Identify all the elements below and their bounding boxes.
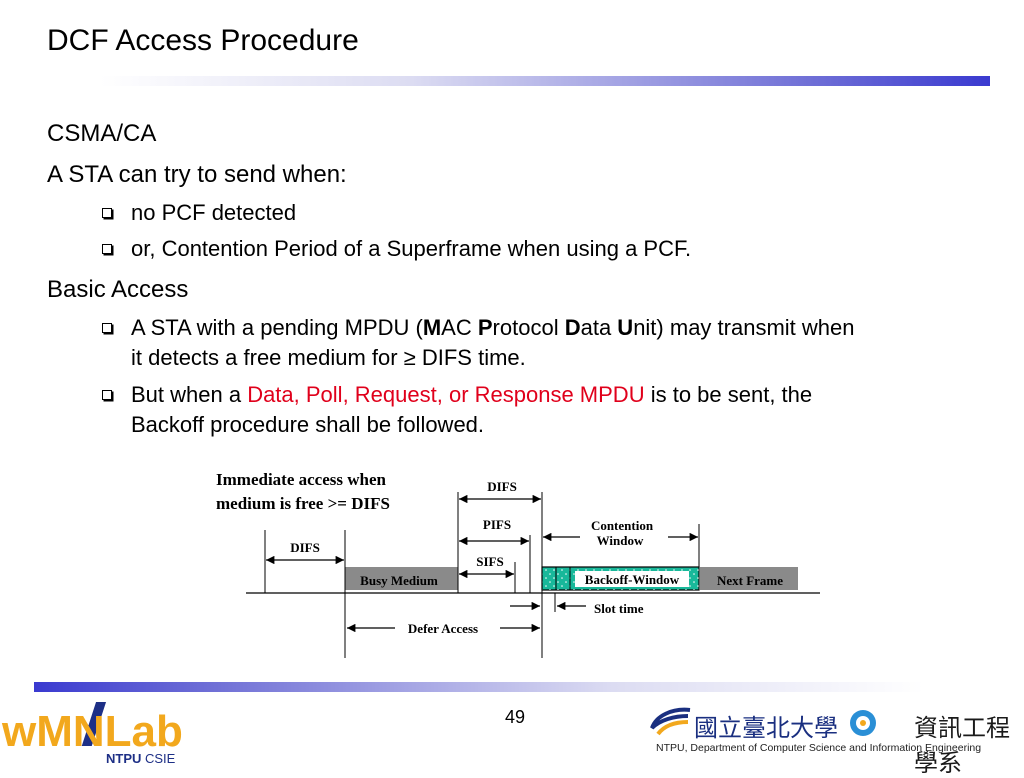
wmnlab-logo: wMNLab NTPU CSIE [1, 702, 183, 766]
difs-left-label: DIFS [290, 540, 320, 555]
bullet-pending-mpdu: A STA with a pending MPDU (MAC Protocol … [131, 313, 854, 373]
square-bullet-icon [102, 390, 112, 400]
text-segment: is to be sent, the [644, 382, 813, 407]
footer-rule [34, 682, 924, 692]
ntpu-emblem-icon [650, 707, 691, 736]
basic-access-heading: Basic Access [47, 276, 189, 303]
slot-time-label: Slot time [594, 601, 644, 616]
text-segment: But when a [131, 382, 248, 407]
csie-emblem-icon [850, 710, 876, 736]
bullet-backoff: But when a Data, Poll, Request, or Respo… [131, 380, 812, 440]
contention-window-label-1: Contention [591, 518, 654, 533]
text-segment: it detects a free medium for ≥ DIFS time… [131, 345, 526, 370]
busy-medium-label: Busy Medium [360, 573, 438, 588]
next-frame-label: Next Frame [717, 573, 783, 588]
university-name-zh: 國立臺北大學 [694, 714, 838, 742]
difs-top-label: DIFS [487, 479, 517, 494]
title-underline [100, 76, 990, 86]
page-number: 49 [505, 707, 526, 727]
contention-window-label-2: Window [597, 533, 644, 548]
text-bold: P [477, 315, 493, 340]
text-segment: rotocol [492, 315, 565, 340]
square-bullet-icon [102, 208, 112, 218]
text-segment: ata [580, 315, 618, 340]
logo-wordmark: wMNLab [1, 707, 183, 756]
highlight-text: Data, Poll, Request, or Response MPDU [247, 382, 645, 407]
text-segment: A STA with a pending MPDU ( [131, 315, 423, 340]
backoff-window-box [575, 571, 689, 587]
logo-slash [81, 702, 107, 746]
text-segment: AC [441, 315, 478, 340]
defer-access-label: Defer Access [408, 621, 478, 636]
bullet-contention-period: or, Contention Period of a Superframe wh… [131, 236, 692, 261]
sta-try-heading: A STA can try to send when: [47, 161, 347, 188]
backoff-window-label: Backoff-Window [585, 572, 680, 587]
square-bullet-icon [102, 323, 112, 333]
diagram-heading-line1: Immediate access when [216, 470, 387, 489]
pifs-label: PIFS [483, 517, 511, 532]
bullet-no-pcf: no PCF detected [131, 200, 297, 225]
sifs-label: SIFS [476, 554, 503, 569]
logo-ntpu: NTPU [106, 751, 141, 766]
csma-heading: CSMA/CA [47, 120, 157, 147]
department-name-en: NTPU, Department of Computer Science and… [656, 742, 982, 754]
slide-title: DCF Access Procedure [47, 24, 359, 57]
text-bold: M [422, 315, 442, 340]
busy-medium-box [345, 567, 458, 590]
text-segment: nit) may transmit when [633, 315, 855, 340]
next-frame-box [700, 567, 798, 590]
text-bold: D [564, 315, 581, 340]
text-segment: Backoff procedure shall be followed. [131, 412, 485, 437]
square-bullet-icon [102, 244, 112, 254]
logo-csie: CSIE [145, 751, 176, 766]
text-bold: U [617, 315, 634, 340]
diagram-heading-line2: medium is free >= DIFS [216, 494, 390, 513]
